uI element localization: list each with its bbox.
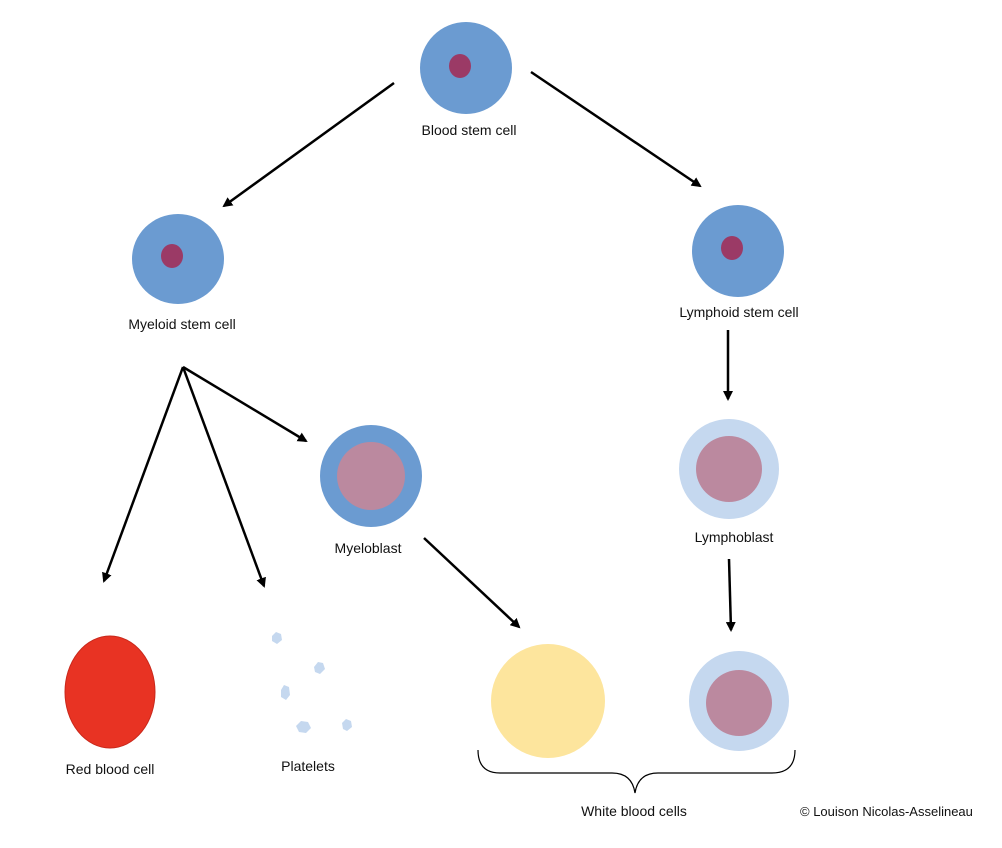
arrows [102, 70, 736, 632]
lymphocyte-nucleus [706, 670, 772, 736]
blood-stem-cell [420, 22, 512, 114]
arrow-myeloid-to-platelets [181, 366, 266, 588]
platelets-label: Platelets [281, 758, 335, 774]
lymphoid-stem-cell [692, 205, 784, 297]
platelet [296, 721, 311, 733]
lymphoid-stem-cell-label: Lymphoid stem cell [679, 304, 799, 320]
myeloblast-label: Myeloblast [334, 540, 402, 556]
white-blood-cells-label: White blood cells [581, 803, 687, 819]
myeloblast-cell [320, 425, 422, 527]
platelet [342, 719, 352, 731]
lymphoblast-cell [679, 419, 779, 519]
platelet [281, 685, 290, 700]
arrow-lymphoblast-to-lymphocyte [725, 558, 736, 632]
arrow-blood-to-lymphoid [530, 70, 702, 188]
lymphoblast-nucleus [696, 436, 762, 502]
myeloid-stem-cell-label: Myeloid stem cell [128, 316, 236, 332]
platelet [314, 662, 325, 674]
lymphoid-stem-cell-nucleus [721, 236, 743, 260]
myeloid-stem-cell [132, 214, 224, 304]
blood-stem-cell-label: Blood stem cell [421, 122, 517, 138]
arrow-myeloblast-to-granulocyte [423, 537, 521, 629]
myeloblast-nucleus [337, 442, 405, 510]
granulocyte-white-blood-cell [491, 644, 605, 758]
arrow-myeloid-to-red-blood-cell [102, 366, 185, 583]
platelets-group [272, 632, 352, 733]
arrow-blood-to-myeloid [222, 81, 395, 208]
blood-stem-cell-nucleus [449, 54, 471, 78]
platelet [272, 632, 282, 644]
red-blood-cell-label: Red blood cell [65, 761, 155, 777]
arrow-myeloid-to-myeloblast [182, 365, 308, 443]
lymphocyte-white-blood-cell [689, 651, 789, 751]
lymphoblast-label: Lymphoblast [694, 529, 774, 545]
white-blood-cells-brace [477, 749, 796, 794]
copyright-credit: © Louison Nicolas-Asselineau [800, 804, 973, 819]
myeloid-stem-cell-nucleus [161, 244, 183, 268]
red-blood-cell [64, 635, 156, 749]
